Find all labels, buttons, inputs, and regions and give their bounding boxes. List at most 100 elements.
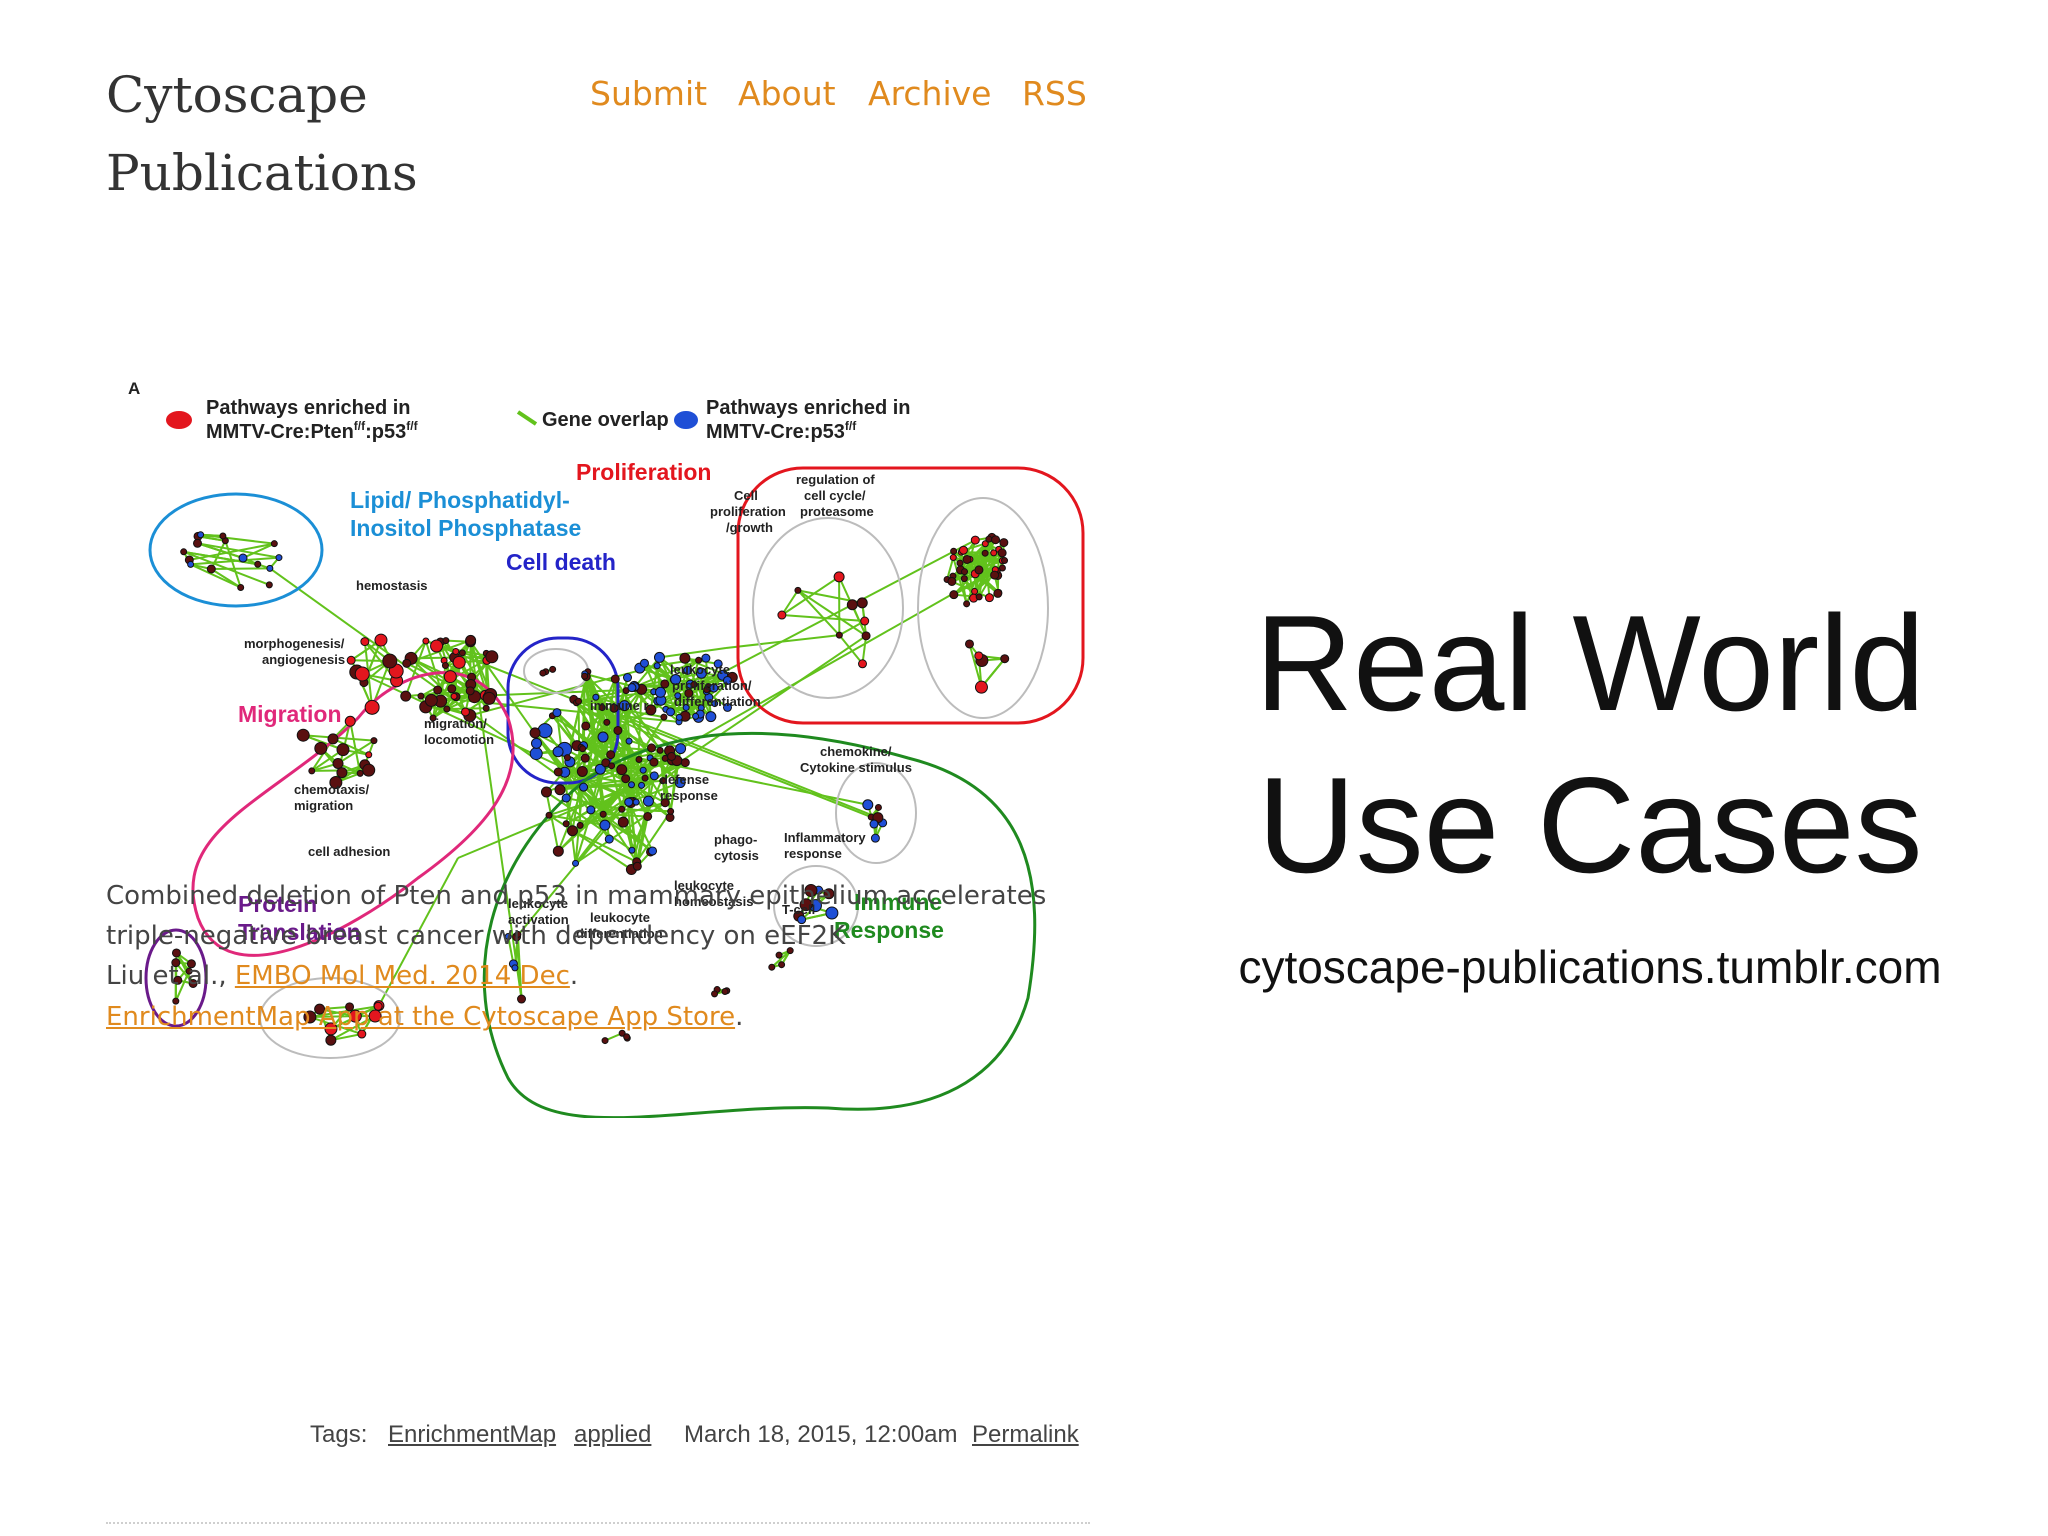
- gene-overlap-edge: [659, 647, 727, 659]
- pathway-node: [601, 1037, 609, 1045]
- pathway-node: [599, 819, 611, 831]
- gene-overlap-edge: [432, 656, 493, 719]
- pathway-node: [482, 704, 490, 712]
- pathway-node: [666, 707, 676, 717]
- pathway-node: [482, 691, 496, 705]
- pathway-node: [667, 751, 677, 761]
- cell-death-label: Cell death: [506, 549, 616, 575]
- pathway-node: [617, 816, 629, 828]
- pathway-node: [970, 535, 980, 545]
- pathway-node: [680, 758, 690, 768]
- node-label-leukocyte-differentiation-1: leukocyte: [590, 910, 650, 925]
- legend-red-label-line2: MMTV-Cre:Ptenf/f:p53f/f: [206, 419, 419, 443]
- gene-overlap-edge: [583, 676, 606, 826]
- pathway-node: [632, 861, 642, 871]
- pathway-node: [679, 652, 691, 664]
- app-link-period: .: [735, 1002, 744, 1032]
- pathway-node: [981, 549, 989, 557]
- pathway-node: [674, 692, 682, 700]
- pathway-node: [360, 637, 370, 647]
- pathway-node: [642, 795, 654, 807]
- gene-overlap-edge: [771, 949, 791, 968]
- pathway-node: [581, 672, 589, 680]
- gene-overlap-edge: [332, 737, 370, 756]
- legend-blue-node-icon: [674, 411, 698, 429]
- pathway-node: [649, 771, 659, 781]
- gene-overlap-edge: [190, 556, 280, 566]
- pathway-node: [956, 559, 964, 567]
- pathway-node: [860, 616, 870, 626]
- tags-label: Tags:: [310, 1421, 368, 1448]
- pathway-node: [963, 600, 971, 608]
- gene-overlap-edge: [175, 962, 194, 985]
- pathway-node: [625, 737, 633, 745]
- pathway-node: [653, 662, 661, 670]
- gene-overlap-edge: [556, 712, 578, 747]
- pathway-node: [485, 650, 499, 664]
- pathway-node: [869, 819, 879, 829]
- blog-title[interactable]: Cytoscape Publications: [106, 56, 466, 212]
- pathway-node: [529, 747, 543, 761]
- pathway-node: [554, 784, 566, 796]
- gene-overlap-edge: [680, 568, 996, 750]
- post-date: March 18, 2015, 12:00am: [684, 1421, 958, 1448]
- gene-overlap-edge: [545, 791, 560, 852]
- gene-overlap-edge: [190, 563, 242, 589]
- journal-link[interactable]: EMBO Mol Med. 2014 Dec: [234, 961, 570, 991]
- pathway-node: [861, 631, 871, 641]
- pathway-node: [835, 631, 843, 639]
- cell-adhesion-cluster-outline: [259, 977, 401, 1059]
- pathway-node: [447, 684, 457, 694]
- gene-overlap-edge: [627, 801, 654, 852]
- gene-overlap-edge: [200, 533, 275, 545]
- gene-overlap-edge: [601, 706, 879, 819]
- blog-title-line2: Publications: [106, 144, 418, 202]
- pathway-node: [825, 906, 839, 920]
- pathway-node: [592, 693, 600, 701]
- pathway-node: [993, 588, 1003, 598]
- pathway-node: [327, 733, 339, 745]
- pathway-node: [275, 554, 283, 562]
- tag-enrichmentmap-link[interactable]: EnrichmentMap: [388, 1421, 557, 1448]
- pathway-node: [647, 743, 657, 753]
- pathway-node: [348, 1009, 362, 1023]
- pathway-node: [441, 662, 449, 670]
- pathway-node: [777, 610, 787, 620]
- nav-about-link[interactable]: About: [738, 74, 836, 113]
- permalink-link[interactable]: Permalink: [972, 1421, 1079, 1448]
- node-label-chemokine-1: chemokine/: [820, 744, 892, 759]
- pathway-node: [586, 805, 596, 815]
- node-label-cell-adhesion: cell adhesion: [308, 844, 390, 859]
- pathway-node: [400, 690, 412, 702]
- nav-submit-link[interactable]: Submit: [590, 74, 708, 113]
- cell-death-subcluster-outline: [523, 648, 589, 694]
- pathway-node: [374, 633, 388, 647]
- tag-applied-link[interactable]: applied: [574, 1421, 652, 1448]
- gene-overlap-edge: [688, 674, 724, 695]
- pathway-node: [654, 686, 666, 698]
- pathway-node: [675, 743, 687, 755]
- pathway-node: [786, 947, 794, 955]
- pathway-node: [984, 593, 994, 603]
- nav-archive-link[interactable]: Archive: [868, 74, 992, 113]
- gene-overlap-edge: [175, 952, 194, 984]
- pathway-node: [368, 1009, 382, 1023]
- nav-rss-link[interactable]: RSS: [1022, 74, 1087, 113]
- pathway-node: [511, 964, 519, 972]
- gene-overlap-edge: [330, 1015, 376, 1042]
- gene-overlap-edge: [577, 701, 582, 826]
- pathway-node: [606, 750, 616, 760]
- lipid-label-line1: Lipid/ Phosphatidyl-: [350, 487, 570, 513]
- node-label-leukocyte-prolif-1: leukocyte: [670, 662, 730, 677]
- phagocytosis-subcluster-outline: [773, 865, 859, 947]
- post-divider: [106, 1522, 1090, 1524]
- pathway-node: [674, 777, 686, 789]
- gene-overlap-edge: [457, 774, 655, 859]
- pathway-node: [621, 774, 631, 784]
- slide-url: cytoscape-publications.tumblr.com: [1238, 941, 1942, 993]
- node-label-defense-1: defense: [660, 772, 709, 787]
- node-label-leukocyte-prolif-3: differentiation: [674, 694, 761, 709]
- pathway-node: [193, 538, 203, 548]
- enrichmentmap-app-link[interactable]: EnrichmentMap App at the Cytoscape App S…: [106, 1002, 736, 1032]
- pathway-node: [667, 807, 675, 815]
